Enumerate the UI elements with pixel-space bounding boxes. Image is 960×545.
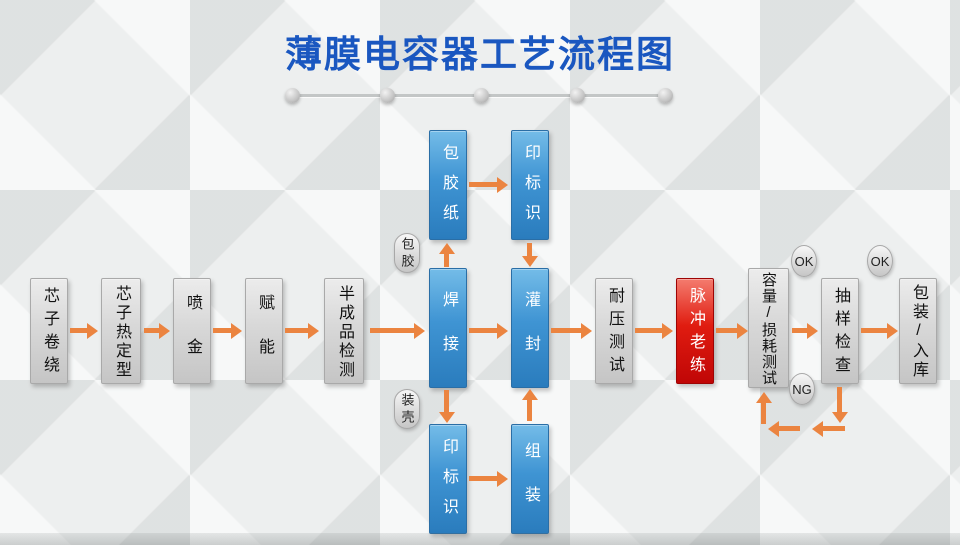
- arrow-flow-4: [285, 322, 319, 339]
- arrow-ng-down: [831, 387, 848, 423]
- node-welding: 焊接: [429, 268, 467, 388]
- node-metal-spraying: 喷金: [173, 278, 211, 384]
- title-divider: [285, 88, 673, 104]
- arrow-flow-5: [370, 322, 425, 339]
- node-label: 容量/损耗测试: [760, 271, 777, 386]
- node-core-heat-setting: 芯子热定型: [101, 278, 141, 384]
- node-taping-paper: 包胶纸: [429, 130, 467, 240]
- node-potting: 灌封: [511, 268, 549, 388]
- arrow-flow-10: [792, 322, 818, 339]
- node-voltage-withstand-test: 耐压测试: [595, 278, 633, 384]
- arrow-welding-to-printmark: [438, 390, 455, 423]
- arrow-flow-11: [861, 322, 898, 339]
- node-core-winding: 芯子卷绕: [30, 278, 68, 384]
- node-packing-warehousing: 包装/入库: [899, 278, 937, 384]
- node-label: 印标识: [522, 143, 539, 234]
- node-pulse-aging: 脉冲老练: [676, 278, 714, 384]
- node-semi-finished-inspection: 半成品检测: [324, 278, 364, 384]
- tag-label: NG: [792, 381, 812, 397]
- tag-label: OK: [870, 253, 890, 269]
- node-assembly: 组装: [511, 424, 549, 534]
- node-label: 印标识: [440, 437, 457, 528]
- node-label: 包胶纸: [440, 143, 457, 234]
- node-label: 赋能: [256, 294, 273, 382]
- node-energizing: 赋能: [245, 278, 283, 384]
- tag-ng: NG: [789, 373, 815, 405]
- divider-bead-icon: [570, 88, 585, 103]
- node-capacity-loss-test: 容量/损耗测试: [748, 268, 789, 388]
- node-print-mark-bottom: 印标识: [429, 424, 467, 534]
- divider-bead-icon: [474, 88, 489, 103]
- node-print-mark-top: 印标识: [511, 130, 549, 240]
- node-label: 芯子卷绕: [41, 287, 58, 379]
- node-label: 喷金: [184, 294, 201, 382]
- tag-ok-left: OK: [791, 245, 817, 277]
- node-label: 脉冲老练: [687, 287, 704, 379]
- arrow-flow-7: [551, 322, 592, 339]
- arrow-printmark-to-potting: [521, 243, 538, 267]
- tag-label: 装壳: [399, 393, 415, 427]
- node-sampling-inspection: 抽样检查: [821, 278, 859, 384]
- divider-bead-icon: [285, 88, 300, 103]
- arrow-flow-3: [213, 322, 242, 339]
- arrow-flow-6: [469, 322, 508, 339]
- node-label: 耐压测试: [606, 287, 623, 379]
- arrow-flow-9: [716, 322, 748, 339]
- arrow-flow-8: [635, 322, 673, 339]
- node-label: 焊接: [440, 291, 457, 379]
- tag-label: OK: [794, 253, 814, 269]
- node-label: 半成品检测: [336, 284, 353, 380]
- node-label: 包装/入库: [910, 284, 927, 380]
- node-label: 抽样检查: [832, 287, 849, 379]
- arrow-flow-2: [144, 322, 170, 339]
- arrow-printmark-to-assembly: [469, 470, 508, 487]
- arrow-assembly-to-potting: [521, 389, 538, 421]
- tag-taping: 包胶: [394, 233, 420, 273]
- arrow-welding-to-taping: [438, 243, 455, 267]
- tag-casing: 装壳: [394, 389, 420, 429]
- arrow-taping-to-printmark: [469, 176, 508, 193]
- bottom-strip: [0, 533, 960, 545]
- arrow-ng-left-2: [768, 420, 800, 437]
- node-label: 组装: [522, 442, 539, 530]
- tag-label: 包胶: [399, 237, 415, 271]
- node-label: 灌封: [522, 291, 539, 379]
- arrow-flow-1: [70, 322, 98, 339]
- tag-ok-right: OK: [867, 245, 893, 277]
- node-label: 芯子热定型: [113, 284, 130, 380]
- divider-bead-icon: [658, 88, 673, 103]
- arrow-ng-up: [755, 392, 772, 424]
- divider-bead-icon: [380, 88, 395, 103]
- arrow-ng-left-1: [812, 420, 845, 437]
- page-title: 薄膜电容器工艺流程图: [285, 34, 675, 75]
